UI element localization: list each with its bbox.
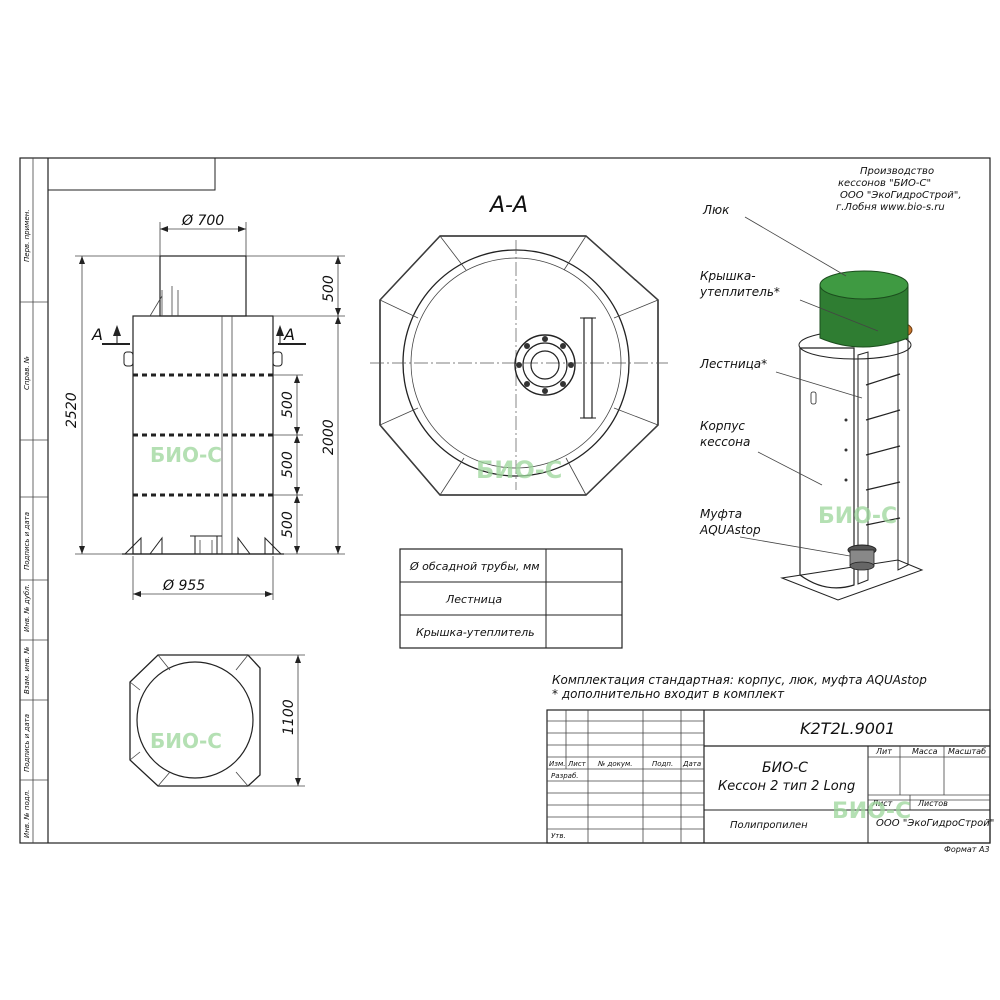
side-label-orig-inv: Инв. № подл. xyxy=(23,790,31,838)
manufacturer-line-2: кессонов "БИО-С" xyxy=(838,178,931,189)
side-label-repl-inv: Взам. инв. № xyxy=(23,646,31,694)
dim-neck: 500 xyxy=(321,275,337,302)
tb-header-date: Дата xyxy=(682,760,701,768)
tb-header-change: Изм. xyxy=(549,760,565,768)
manufacturer-line-4: г.Лобня www.bio-s.ru xyxy=(836,201,945,213)
isometric-view: БИО-С Люк Крышка- утеплитель* Лестница* … xyxy=(699,203,924,601)
watermark-title-block: БИО-С xyxy=(832,799,911,824)
callout-hatch: Люк xyxy=(702,203,730,217)
sheet-frame xyxy=(19,157,991,844)
tb-header-doc: № докум. xyxy=(597,760,633,768)
callout-body-line1: Корпус xyxy=(700,419,745,433)
side-strip-labels: Перв. примен. Справ. № Подпись и дата Ин… xyxy=(23,209,31,838)
format-label: Формат А3 xyxy=(944,845,990,854)
flange-bolts xyxy=(516,336,574,394)
tb-header-sheet: Лист xyxy=(567,760,587,768)
options-row-diameter: Ø обсадной трубы, мм xyxy=(409,560,540,573)
tb-sheet: Лист xyxy=(871,799,893,808)
tb-material: Полипропилен xyxy=(730,820,808,831)
tb-product-line2: Кессон 2 тип 2 Long xyxy=(718,779,855,794)
side-label-sign-date-2: Подпись и дата xyxy=(23,714,31,772)
front-view: А А Ø 700 Ø 955 2520 500 2 xyxy=(64,213,345,600)
dim-body: 2000 xyxy=(321,419,337,455)
side-label-ref-no: Справ. № xyxy=(23,356,31,390)
callout-coupling-line1: Муфта xyxy=(700,507,742,521)
watermark-front: БИО-С xyxy=(150,443,222,467)
options-row-ladder: Лестница xyxy=(445,593,502,606)
options-table: Ø обсадной трубы, мм Лестница Крышка-уте… xyxy=(399,548,623,649)
manufacturer-note: Производство кессонов "БИО-С" ООО "ЭкоГи… xyxy=(836,166,962,213)
completeness-line-2: * дополнительно входит в комплект xyxy=(552,687,785,701)
callout-coupling-line2: AQUAstop xyxy=(699,523,761,537)
section-mark-right: А xyxy=(283,325,295,344)
side-label-sign-date-1: Подпись и дата xyxy=(23,512,31,570)
section-mark-left: А xyxy=(91,325,103,344)
tb-product-line1: БИО-С xyxy=(762,760,808,776)
callout-lid-line2: утеплитель* xyxy=(699,285,780,299)
tb-col-mass: Масса xyxy=(912,747,938,756)
manufacturer-line-1: Производство xyxy=(860,166,934,177)
options-row-lid: Крышка-утеплитель xyxy=(416,626,535,639)
tb-company: ООО "ЭкоГидроСтрой" xyxy=(876,818,994,829)
title-block: Изм. Лист № докум. Подп. Дата Разраб. Ут… xyxy=(546,709,994,844)
callout-lid-line1: Крышка- xyxy=(700,269,756,283)
dim-step-3: 500 xyxy=(280,511,296,538)
watermark-section: БИО-С xyxy=(476,456,562,484)
watermark-bottom: БИО-С xyxy=(150,729,222,753)
completeness-line-1: Комплектация стандартная: корпус, люк, м… xyxy=(552,673,927,687)
dim-step-2: 500 xyxy=(280,451,296,478)
callout-body-line2: кессона xyxy=(700,435,750,449)
bottom-view: 1100 БИО-С xyxy=(129,654,305,787)
callout-ladder: Лестница* xyxy=(699,357,767,371)
dim-diameter-top: Ø 700 xyxy=(181,213,224,229)
dim-bottom-width: 1100 xyxy=(281,699,297,735)
section-view: А-А БИО-С xyxy=(370,193,668,496)
tb-role-approved: Утв. xyxy=(551,832,566,840)
watermark-iso: БИО-С xyxy=(818,504,897,529)
side-label-dup-inv: Инв. № дубл. xyxy=(23,584,31,632)
manufacturer-line-3: ООО "ЭкоГидроСтрой", xyxy=(840,190,962,201)
tb-doc-code: K2T2L.9001 xyxy=(800,719,895,738)
completeness-note: Комплектация стандартная: корпус, люк, м… xyxy=(552,673,927,701)
tb-col-lit: Лит xyxy=(875,747,892,756)
section-title: А-А xyxy=(488,193,528,218)
dim-overall-height: 2520 xyxy=(64,392,80,428)
dim-step-1: 500 xyxy=(280,391,296,418)
tb-col-scale: Масштаб xyxy=(948,747,986,756)
dim-diameter-bottom: Ø 955 xyxy=(162,578,205,594)
side-label-first-use: Перв. примен. xyxy=(23,209,31,262)
tb-sheets: Листов xyxy=(917,799,948,808)
tb-role-developer: Разраб. xyxy=(551,772,579,780)
tb-header-sign: Подп. xyxy=(652,760,673,768)
